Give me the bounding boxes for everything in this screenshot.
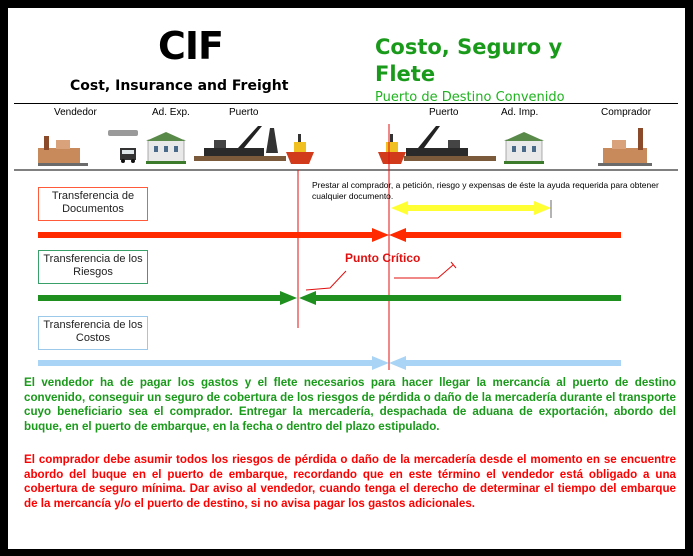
note-arrow-right bbox=[534, 201, 551, 215]
risks-arrow-right bbox=[280, 291, 297, 305]
documents-arrow-left bbox=[389, 228, 406, 242]
critical-leader-right bbox=[394, 264, 454, 279]
customs-import-icon bbox=[504, 132, 544, 164]
label-origin-port: Puerto bbox=[229, 107, 259, 118]
buyer-obligations-text: El comprador debe asumir todos los riesg… bbox=[24, 453, 676, 510]
page-subtitle: Cost, Insurance and Freight bbox=[70, 78, 289, 94]
label-export-customs: Ad. Exp. bbox=[152, 107, 190, 118]
assistance-note: Prestar al comprador, a petición, riesgo… bbox=[312, 180, 659, 201]
truck-icon bbox=[108, 130, 138, 163]
costs-arrow-right bbox=[372, 356, 389, 370]
risks-arrow-left bbox=[299, 291, 316, 305]
cif-diagram: CIF Cost, Insurance and Freight Costo, S… bbox=[8, 8, 685, 549]
label-seller: Vendedor bbox=[54, 107, 97, 118]
factory-seller-icon bbox=[38, 136, 88, 166]
seller-obligations-text: El vendedor ha de pagar los gastos y el … bbox=[24, 376, 676, 433]
ship-destination-icon bbox=[378, 134, 406, 164]
critical-point-label: Punto Crítico bbox=[345, 251, 421, 265]
critical-leader-left bbox=[305, 270, 347, 291]
factory-buyer-icon bbox=[598, 128, 652, 166]
label-destination-port: Puerto bbox=[429, 107, 459, 118]
risks-transfer-box: Transferencia de los Riesgos bbox=[38, 250, 148, 284]
label-buyer: Comprador bbox=[601, 107, 652, 118]
documents-arrow-right bbox=[372, 228, 389, 242]
port-crane-origin-icon bbox=[194, 126, 286, 161]
diagram-graphics bbox=[14, 124, 678, 370]
port-crane-destination-icon bbox=[404, 126, 496, 161]
destination-label: Puerto de Destino Convenido bbox=[375, 90, 565, 105]
documents-transfer-box: Transferencia de Documentos bbox=[38, 187, 148, 221]
header-divider bbox=[14, 103, 678, 104]
costs-transfer-box: Transferencia de los Costos bbox=[38, 316, 148, 350]
customs-export-icon bbox=[146, 132, 186, 164]
ship-origin-icon bbox=[286, 134, 314, 164]
spanish-title: Costo, Seguro y Flete bbox=[375, 35, 563, 86]
note-arrow-left bbox=[391, 201, 408, 215]
costs-arrow-left bbox=[389, 356, 406, 370]
page-title: CIF bbox=[158, 24, 224, 68]
label-import-customs: Ad. Imp. bbox=[501, 107, 539, 118]
